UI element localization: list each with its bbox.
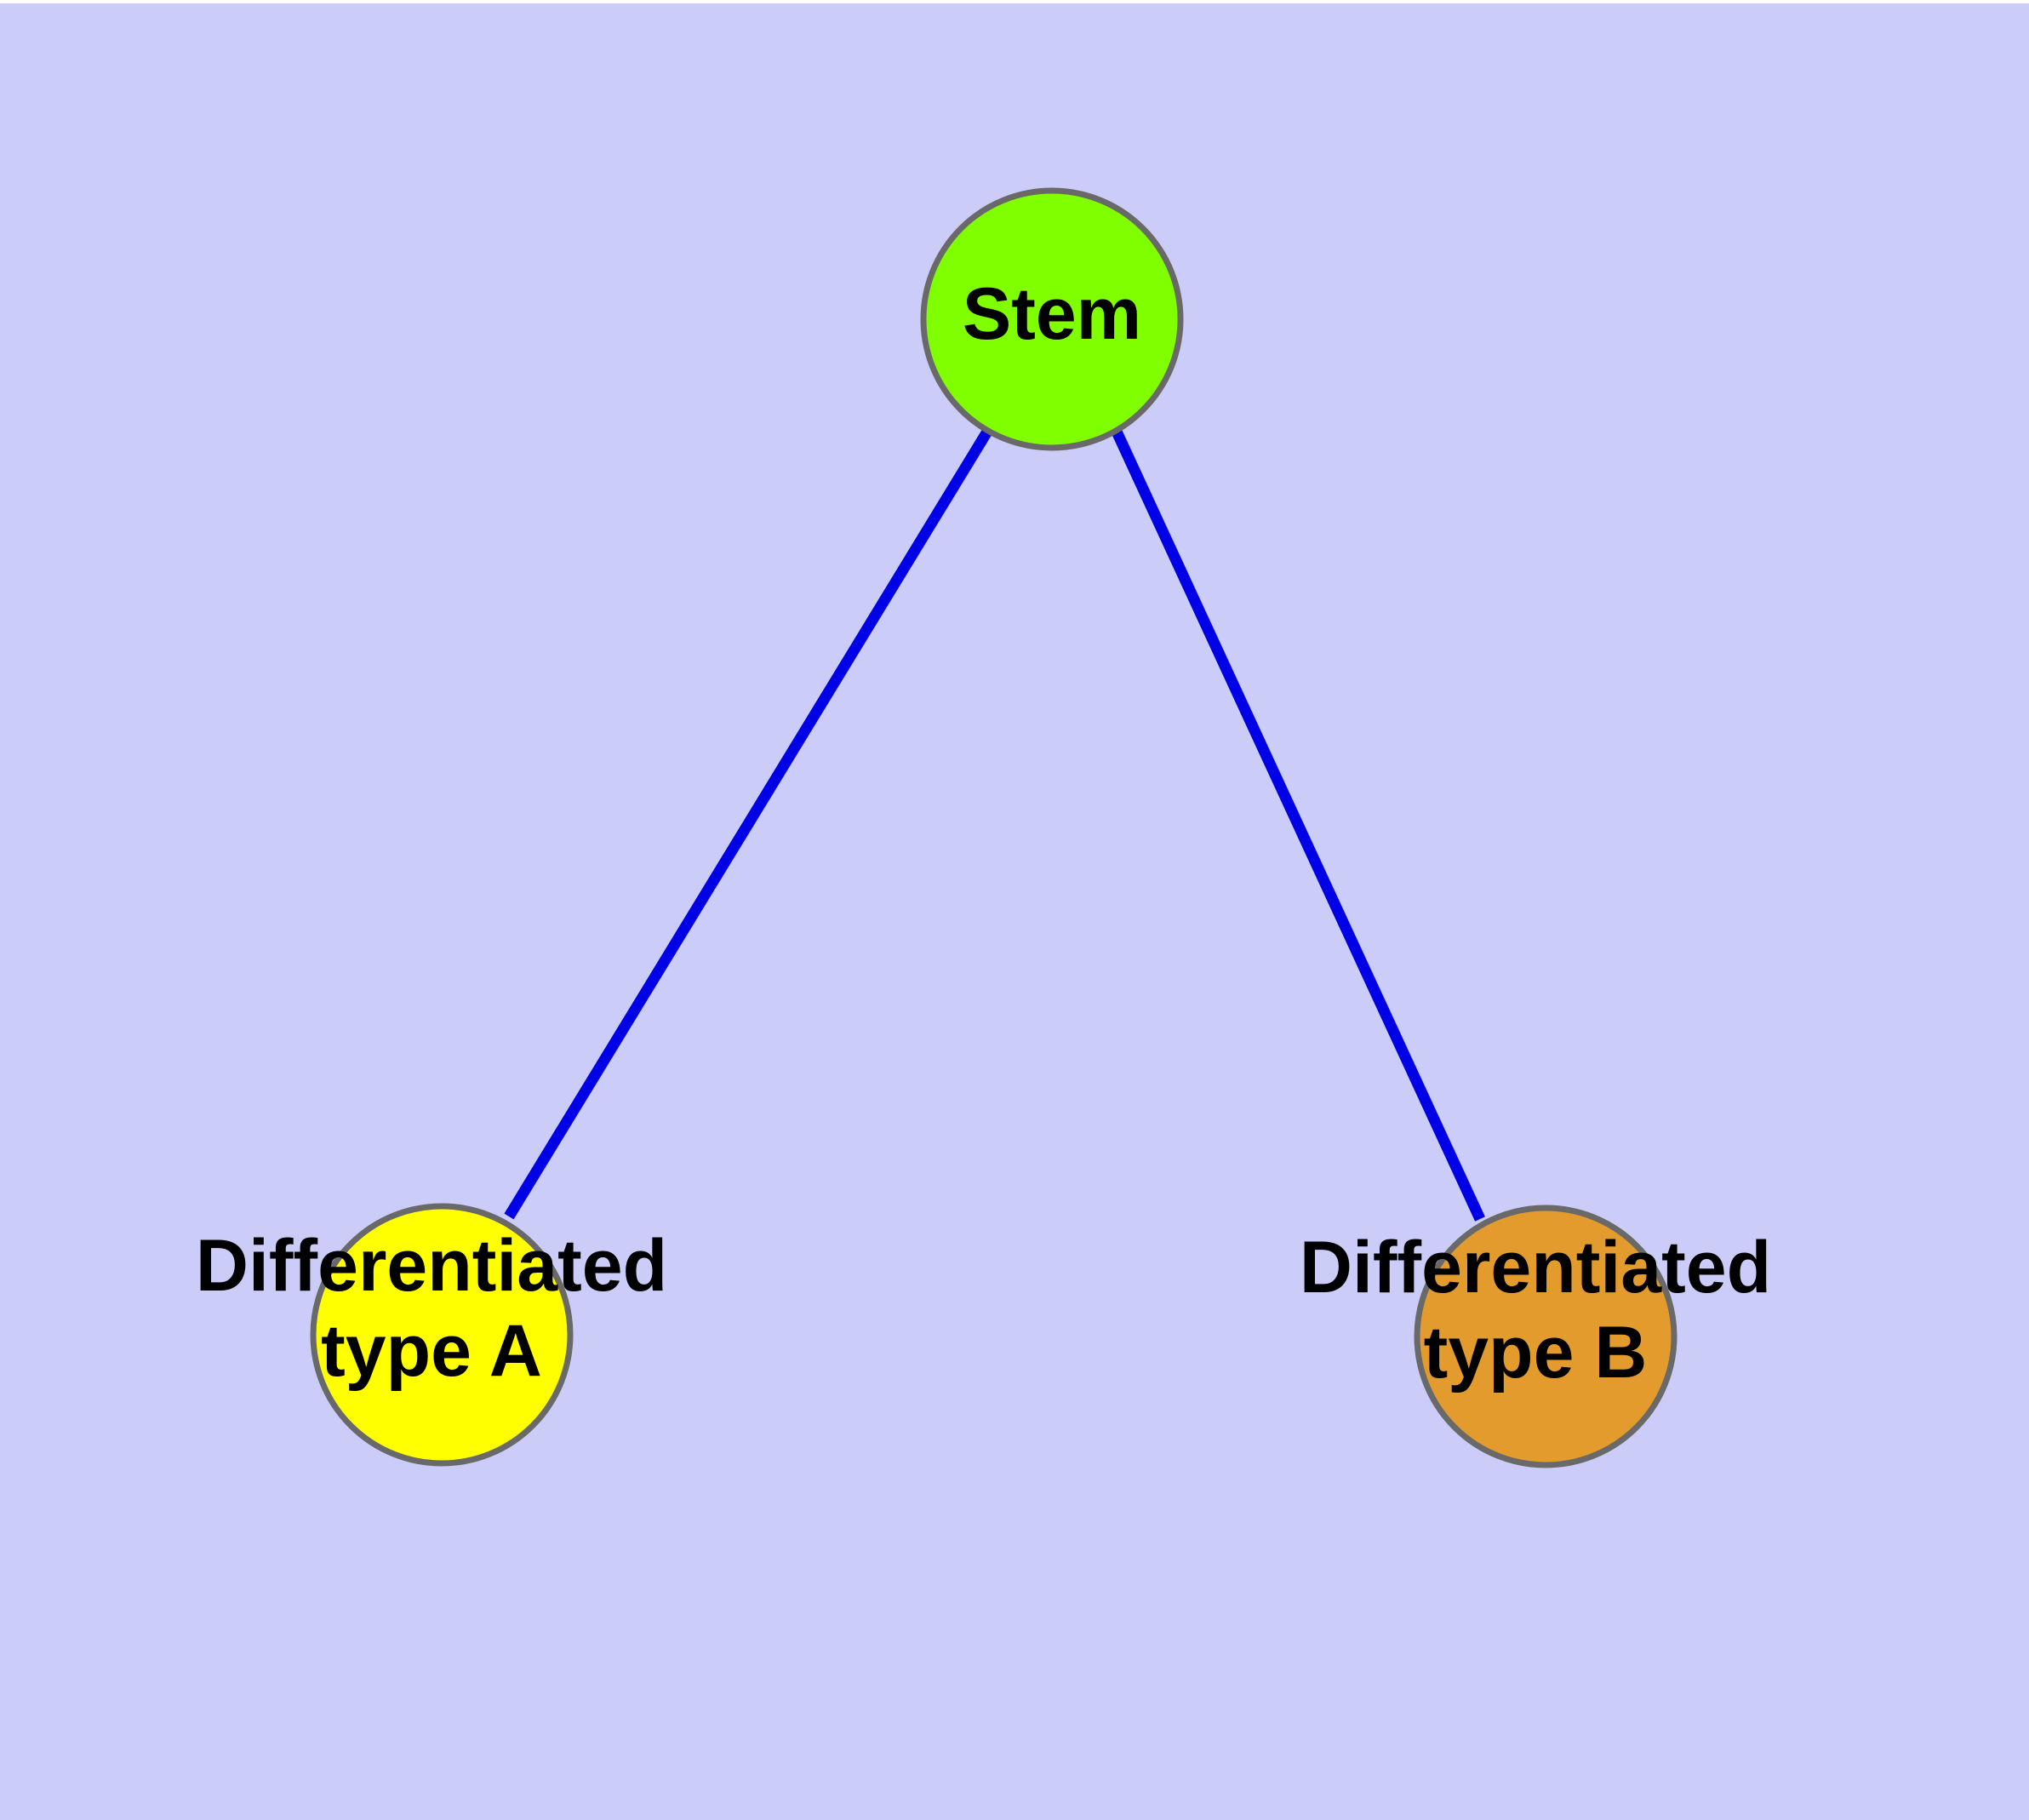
edges-group [504,428,1485,1222]
edge-stem-to-differentiated-type-b[interactable] [1112,429,1485,1222]
node-differentiated-type-b[interactable] [1414,1205,1677,1468]
node-label-line: Stem [963,273,1141,355]
node-label-stem: Stem [963,273,1141,355]
node-label-line: Differentiated [1300,1227,1771,1308]
node-differentiated-type-a[interactable] [310,1203,574,1467]
node-label-line: type A [321,1310,542,1392]
node-label-line: Differentiated [196,1225,667,1307]
nodes-group [310,187,1677,1468]
edge-stem-to-differentiated-type-a[interactable] [504,428,992,1220]
node-stem[interactable] [920,187,1184,451]
canvas-top-strip [0,0,2029,4]
node-label-line: type B [1424,1312,1648,1394]
